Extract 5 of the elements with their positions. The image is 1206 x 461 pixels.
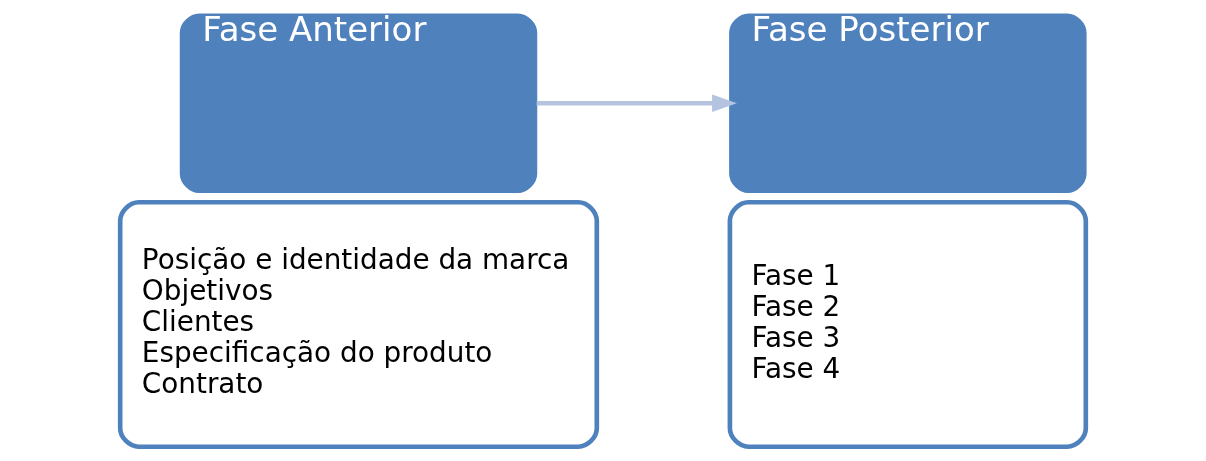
node-box: Posição e identidade da marca Objetivos Clientes Especificação do produto Contrato: [117, 199, 600, 450]
node-box: Fase 1 Fase 2 Fase 3 Fase 4: [727, 199, 1089, 450]
node-box: Fase Posterior: [729, 13, 1087, 193]
node-box: Fase Anterior: [179, 13, 538, 193]
arrow: [536, 94, 737, 112]
